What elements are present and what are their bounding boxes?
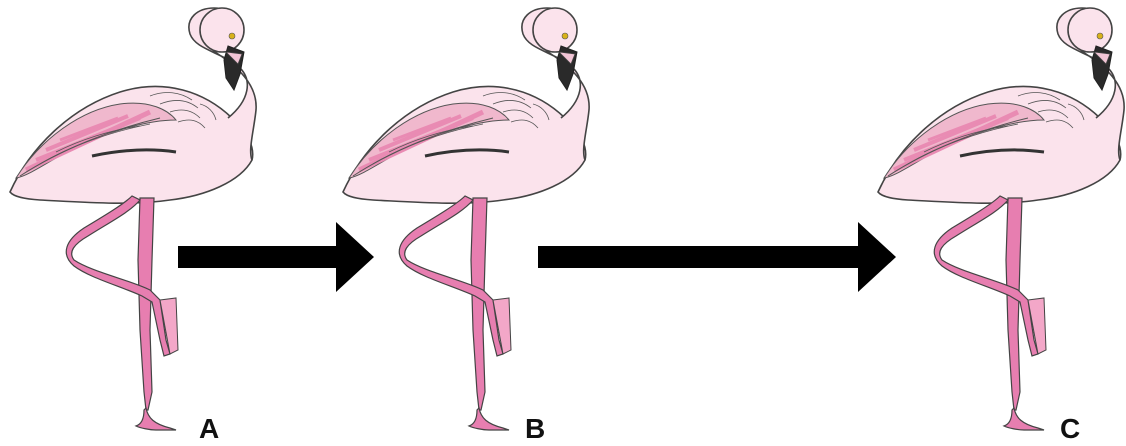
arrow-a-to-b — [178, 222, 374, 292]
stage-c-panel — [868, 0, 1126, 446]
stage-label-a: A — [199, 415, 219, 443]
arrow-b-to-c — [538, 222, 896, 292]
flamingo-c-illustration — [868, 0, 1126, 446]
stage-label-c: C — [1060, 415, 1080, 443]
stage-label-b: B — [525, 415, 545, 443]
